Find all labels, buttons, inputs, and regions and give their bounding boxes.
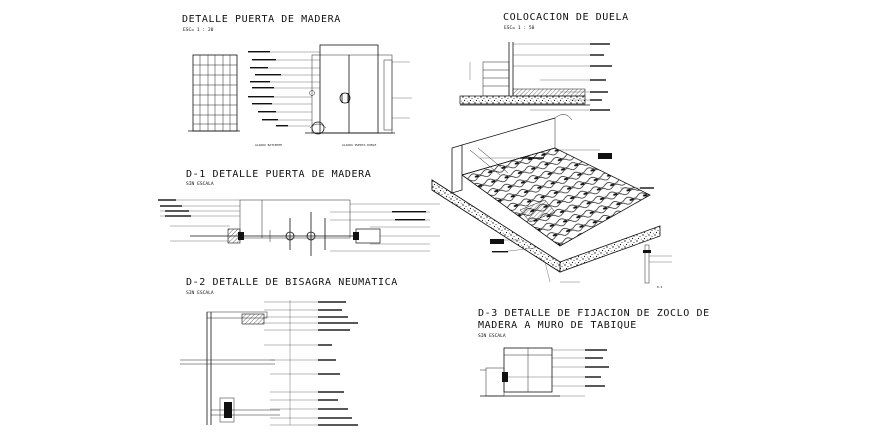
title-d3-line1: D-3 DETALLE DE FIJACION DE ZOCLO DE: [478, 308, 710, 319]
subtitle-d3: SIN ESCALA: [478, 333, 506, 339]
door-detail-leaders: [248, 51, 412, 127]
detail-door-elevations: DETALLE PUERTA DE MADERA ESC= 1 : 20: [182, 14, 412, 147]
subtitle-d2: SIN ESCALA: [186, 290, 214, 296]
alzado-puerta-doble-drawing: [305, 44, 395, 135]
isometric-wood-floor-drawing: D-4: [431, 114, 672, 289]
subtitle-d1: SIN ESCALA: [186, 181, 214, 187]
title-detalle-puerta: DETALLE PUERTA DE MADERA: [182, 14, 341, 25]
title-d2: D-2 DETALLE DE BISAGRA NEUMATICA: [186, 277, 398, 288]
d3-leaders: [508, 349, 609, 397]
detail-d1-door-section: D-1 DETALLE PUERTA DE MADERA SIN ESCALA: [158, 169, 440, 256]
d4-symbol: D-4: [643, 244, 672, 289]
d4-tag: D-4: [657, 285, 663, 289]
alzado-batiente-drawing: [188, 54, 240, 132]
caption-alzado-puerta-doble: ALZADO PUERTA DOBLE: [342, 143, 377, 147]
title-d1: D-1 DETALLE PUERTA DE MADERA: [186, 169, 371, 180]
d1-leaders-left: [158, 199, 240, 242]
title-d3-line2: MADERA A MURO DE TABIQUE: [478, 320, 637, 331]
iso-leaders: [480, 149, 654, 283]
detail-d3-zoclo: D-3 DETALLE DE FIJACION DE ZOCLO DE MADE…: [478, 308, 710, 397]
duela-leaders: [469, 43, 612, 111]
detail-colocacion-duela: COLOCACION DE DUELA ESC= 1 : 50: [459, 12, 629, 111]
d1-leaders-right: [330, 203, 440, 252]
scale-colocacion-duela: ESC= 1 : 50: [504, 25, 535, 31]
d2-leaders: [264, 300, 358, 426]
caption-alzado-batiente: ALZADO BATIENTE: [255, 143, 282, 147]
detail-d2-bisagra: D-2 DETALLE DE BISAGRA NEUMATICA SIN ESC…: [180, 277, 398, 426]
scale-detalle-puerta: ESC= 1 : 20: [183, 27, 214, 33]
title-colocacion-duela: COLOCACION DE DUELA: [503, 12, 629, 23]
